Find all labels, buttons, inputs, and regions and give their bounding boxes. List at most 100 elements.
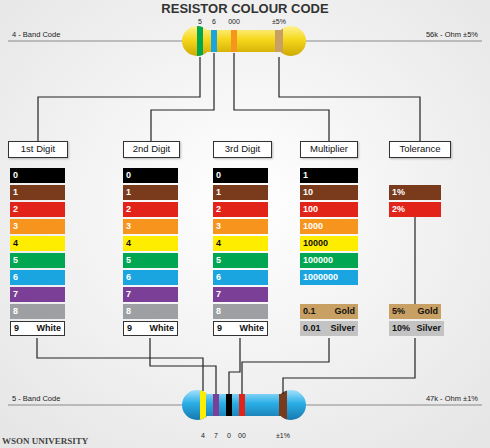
resistor-lead [305, 40, 482, 41]
colour-cell: 0 [123, 168, 178, 183]
colour-cell: 2 [213, 202, 268, 217]
leader-wires [37, 53, 420, 394]
cell-text: Silver [416, 324, 441, 334]
header-text: Multiplier [310, 144, 348, 154]
colour-cell: 1 [213, 185, 268, 200]
cell-text: 9 [127, 324, 132, 334]
colour-cell: 0.1 Gold [300, 304, 358, 319]
cell-text: 1% [392, 188, 405, 198]
cell-text: 8 [216, 307, 221, 317]
colour-band [231, 24, 237, 58]
colour-cell: 1 [300, 168, 358, 183]
cell-text: 7 [216, 290, 221, 300]
band-label: ±5% [272, 17, 286, 26]
colour-cell: 3 [213, 219, 268, 234]
colour-band [211, 24, 217, 58]
colour-cell: 4 [213, 236, 268, 251]
header-box: 1st Digit [8, 141, 68, 158]
resistor-lead [305, 404, 482, 405]
cell-text: 7 [13, 290, 18, 300]
band-label: 000 [228, 17, 240, 26]
colour-cell: 2 [123, 202, 178, 217]
cell-text: White [150, 324, 175, 334]
colour-cell: 3 [123, 219, 178, 234]
cell-text: 1 [126, 188, 131, 198]
colour-cell: 10% Silver [389, 321, 444, 336]
colour-cell: 1000 [300, 219, 358, 234]
cell-text: Gold [335, 307, 356, 317]
cell-text: 0 [216, 171, 221, 181]
colour-band [197, 24, 203, 58]
colour-cell: 2% [389, 202, 441, 217]
colour-cell: 8 [123, 304, 178, 319]
connector-line [414, 217, 415, 304]
colour-cell: 5%Gold [389, 304, 441, 319]
band-label: ±1% [276, 431, 290, 440]
colour-cell: 5 [10, 253, 65, 268]
leader-wire [37, 338, 203, 391]
leader-wire [150, 338, 216, 394]
band-label: 5 [198, 17, 202, 26]
colour-cell: 7 [123, 287, 178, 302]
cell-text: 1 [303, 171, 308, 181]
colour-cell: 1000000 [300, 270, 358, 285]
cell-text: 4 [13, 239, 18, 249]
cell-text: 2 [216, 205, 221, 215]
leader-wire [242, 338, 329, 394]
resistor-body [180, 24, 310, 58]
header-box: Multiplier [300, 141, 358, 158]
colour-cell: 7 [10, 287, 65, 302]
colour-cell: 8 [10, 304, 65, 319]
cell-text: White [37, 324, 62, 334]
cell-text: Silver [330, 324, 355, 334]
band-label: 56k - Ohm ±5% [426, 30, 478, 40]
band-label: 00 [238, 431, 246, 440]
leader-wire [151, 53, 214, 141]
cell-text: 100000 [303, 256, 333, 266]
band-label: 0 [227, 431, 231, 440]
colour-cell: 100 [300, 202, 358, 217]
cell-text: 5 [126, 256, 131, 266]
header-box: Tolerance [389, 141, 451, 158]
colour-cell: 4 [123, 236, 178, 251]
colour-cell: 6 [10, 270, 65, 285]
cell-text: 6 [216, 273, 221, 283]
colour-cell: 6 [213, 270, 268, 285]
cell-text: 5 [13, 256, 18, 266]
diagram-title: RESISTOR COLOUR CODE [0, 1, 490, 16]
cell-text: White [240, 324, 265, 334]
colour-cell: 1 [123, 185, 178, 200]
colour-cell: 100000 [300, 253, 358, 268]
colour-cell: 6 [123, 270, 178, 285]
header-box: 2nd Digit [123, 141, 180, 158]
band-label: 7 [214, 431, 218, 440]
cell-text: 2 [13, 205, 18, 215]
cell-text: 0 [13, 171, 18, 181]
cell-text: 9 [14, 324, 19, 334]
band-label: 6 [212, 17, 216, 26]
leader-wire [283, 338, 415, 394]
colour-cell: 1% [389, 185, 441, 200]
header-box: 3rd Digit [213, 141, 272, 158]
colour-cell: 0 [213, 168, 268, 183]
cell-text: 0 [126, 171, 131, 181]
cell-text: 1 [216, 188, 221, 198]
cell-text: 10% [392, 324, 410, 334]
cell-text: 6 [13, 273, 18, 283]
colour-cell: 3 [10, 219, 65, 234]
leader-wire [279, 57, 420, 141]
colour-cell: 9White [213, 321, 268, 336]
colour-cell: 5 [123, 253, 178, 268]
cell-text: 4 [126, 239, 131, 249]
band-label: 4 [201, 431, 205, 440]
colour-cell: 10 [300, 185, 358, 200]
cell-text: 0.1 [303, 307, 316, 317]
colour-cell: 0.01 Silver [300, 321, 358, 336]
cell-text: 0.01 [303, 324, 321, 334]
leader-wire [38, 57, 200, 141]
band-label: 4 - Band Code [12, 30, 60, 40]
colour-band [275, 24, 283, 58]
colour-cell: 8 [213, 304, 268, 319]
cell-text: 1000 [303, 222, 323, 232]
resistor-lead [8, 40, 183, 41]
